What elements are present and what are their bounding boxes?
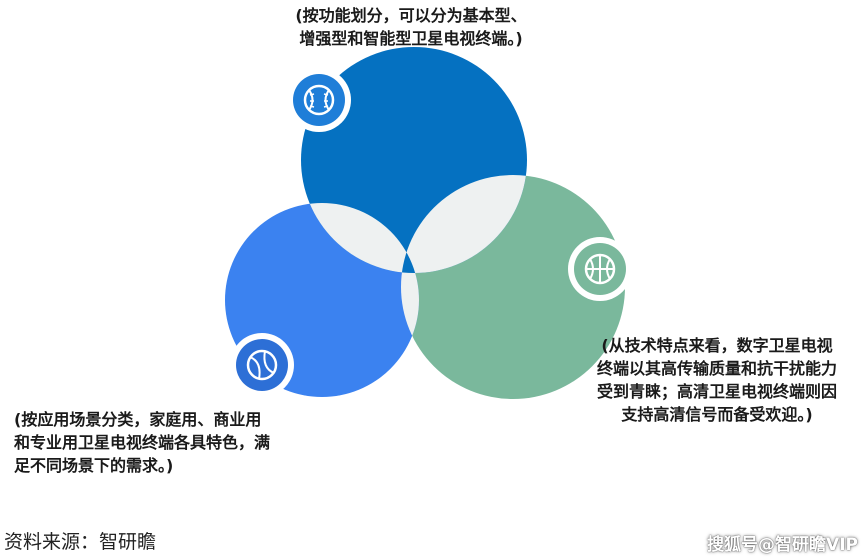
annotation-scenario: (按应用场景分类，家庭用、商业用 和专业用卫星电视终端各具特色，满 足不同场景下… [14,408,284,477]
annotation-scenario-line: (按应用场景分类，家庭用、商业用 [14,410,262,429]
tennis-ball-icon [230,333,294,397]
source-note: 资料来源：智研瞻 [4,531,157,553]
annotation-technology-line: 支持高清信号而备受欢迎。) [621,405,813,424]
annotation-function: (按功能划分，可以分为基本型、 增强型和智能型卫星电视终端。) [276,4,546,50]
annotation-function-line: (按功能划分，可以分为基本型、 [295,6,527,25]
overlap-top-right [401,175,527,273]
annotation-technology-line: (从技术特点来看，数字卫星电视 [601,336,833,355]
baseball-icon [287,68,351,132]
annotation-technology-line: 受到青睐；高清卫星电视终端则因 [596,382,837,401]
watermark: 搜狐号@智研瞻VIP [707,535,858,555]
annotation-technology: (从技术特点来看，数字卫星电视 终端以其高传输质量和抗干扰能力 受到青睐；高清卫… [586,334,848,426]
annotation-technology-line: 终端以其高传输质量和抗干扰能力 [596,359,837,378]
basketball-icon [568,237,632,301]
annotation-function-line: 增强型和智能型卫星电视终端。) [299,29,523,48]
overlap-top-left [301,203,419,273]
annotation-scenario-line: 足不同场景下的需求。) [14,456,174,475]
annotation-scenario-line: 和专业用卫星电视终端各具特色，满 [14,433,271,452]
